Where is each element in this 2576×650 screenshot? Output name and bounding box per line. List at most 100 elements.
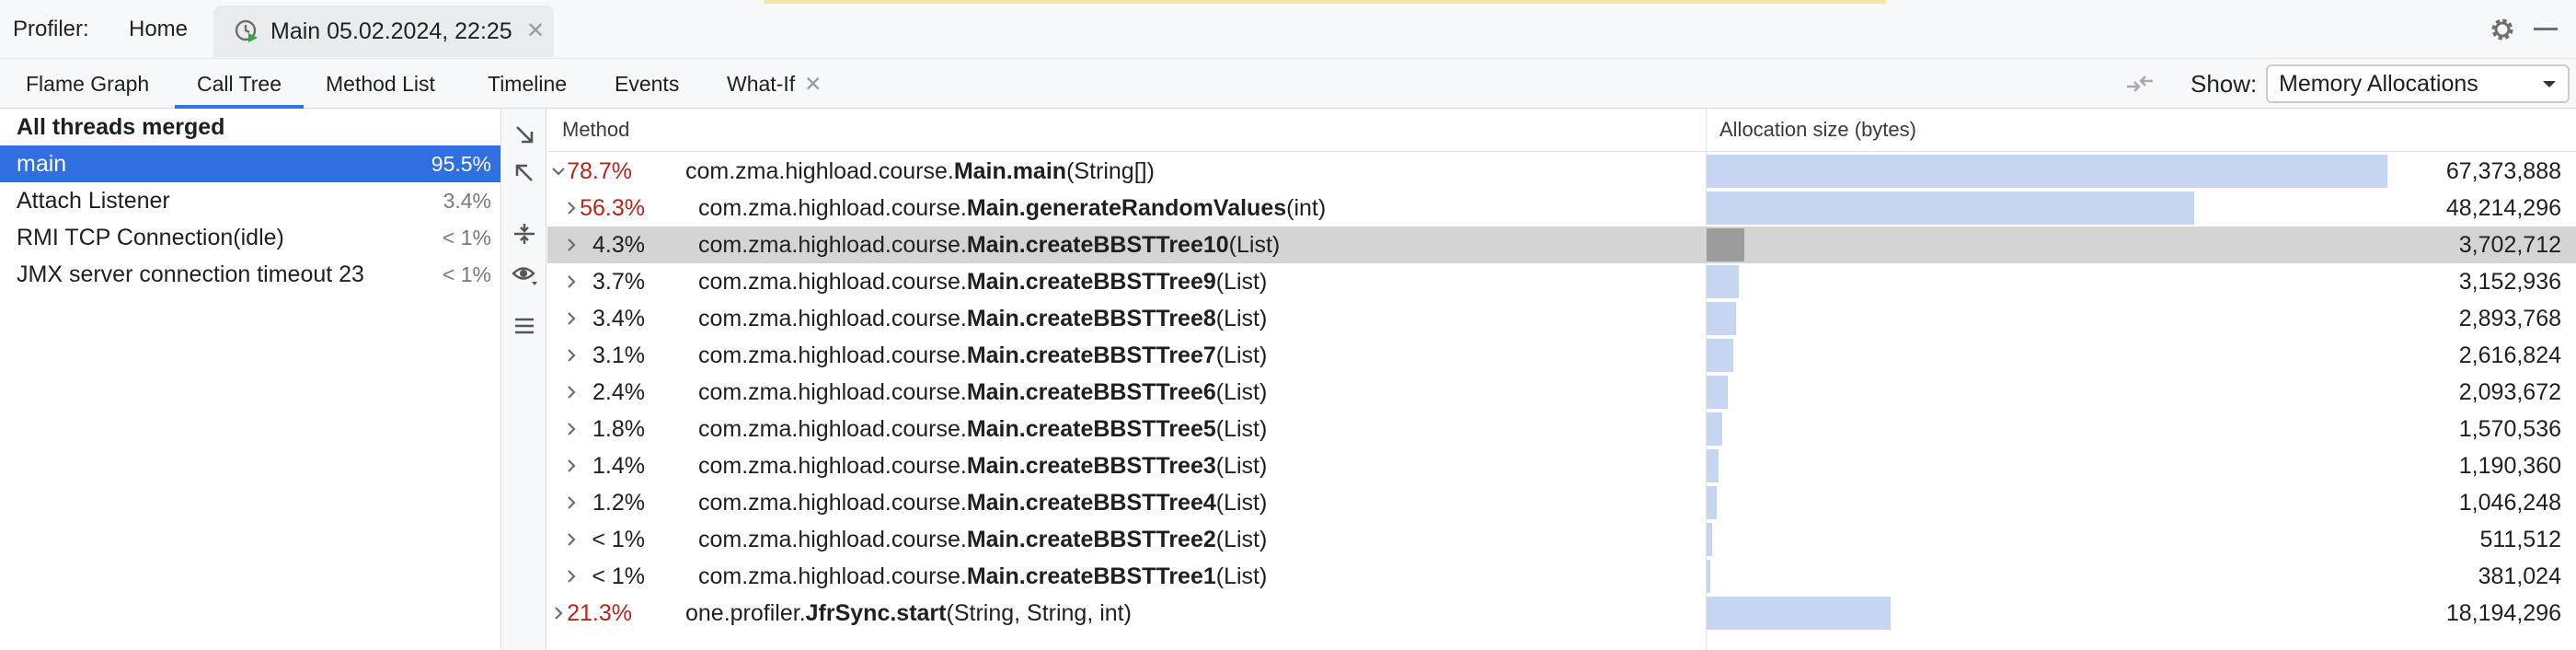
tab-what-if[interactable]: What-If ✕ xyxy=(727,59,822,109)
chevron-right-icon[interactable] xyxy=(562,493,581,512)
tree-row[interactable]: 1.4%com.zma.highload.course.Main.createB… xyxy=(547,447,2576,484)
allocation-bar xyxy=(1707,523,1712,556)
method-name: Main.createBBSTTree8 xyxy=(966,306,1216,331)
tree-row[interactable]: 1.8% com.zma.highload.course.Main.createB… xyxy=(547,411,2576,447)
threads-panel: All threads merged main 95.5% Attach Lis… xyxy=(0,109,501,650)
tab-timeline[interactable]: Timeline xyxy=(488,59,567,109)
show-label: Show: xyxy=(2191,70,2258,98)
tree-row[interactable]: 3.7%com.zma.highload.course.Main.createB… xyxy=(547,263,2576,300)
allocation-bar xyxy=(1707,412,1722,446)
method-args: (List) xyxy=(1215,269,1268,295)
collapse-up-icon[interactable] xyxy=(512,160,537,186)
menu-icon[interactable] xyxy=(512,313,537,339)
method-name: Main.createBBSTTree9 xyxy=(966,269,1216,295)
column-divider[interactable] xyxy=(1706,109,1707,650)
method-args: (List) xyxy=(1215,490,1268,516)
tree-row[interactable]: 2.4%com.zma.highload.course.Main.createB… xyxy=(547,374,2576,411)
method-package: one.profiler. xyxy=(685,600,806,626)
session-tab-close-icon[interactable]: ✕ xyxy=(526,18,546,43)
gear-icon[interactable] xyxy=(2488,15,2517,44)
session-tab[interactable]: Main 05.02.2024, 22:25 ✕ xyxy=(213,6,554,57)
thread-name: RMI TCP Connection(idle) xyxy=(17,225,284,250)
row-method: com.zma.highload.course.Main.generateRan… xyxy=(698,190,1326,226)
tree-row[interactable]: 1.2%com.zma.highload.course.Main.createB… xyxy=(547,484,2576,521)
allocation-bar xyxy=(1707,228,1744,261)
allocation-bar xyxy=(1707,192,2194,225)
chevron-right-icon[interactable] xyxy=(562,346,581,365)
tree-row[interactable]: 56.3% com.zma.highload.course.Main.genera… xyxy=(547,190,2576,226)
method-name: Main.createBBSTTree5 xyxy=(966,416,1216,442)
tab-label: What-If xyxy=(727,72,796,96)
row-percent: 3.4% xyxy=(592,306,645,331)
compare-icon[interactable] xyxy=(2125,70,2155,98)
chevron-down-icon[interactable] xyxy=(549,162,568,180)
thread-name: JMX server connection timeout 23 xyxy=(17,261,364,287)
method-name: Main.generateRandomValues xyxy=(966,195,1287,221)
home-tab[interactable]: Home xyxy=(129,17,189,41)
thread-pct: < 1% xyxy=(442,262,491,286)
thread-pct: 3.4% xyxy=(443,189,491,213)
method-args: (List) xyxy=(1215,453,1268,479)
eye-icon[interactable] xyxy=(512,261,537,287)
show-select[interactable]: Memory Allocations xyxy=(2266,64,2570,103)
tree-row[interactable]: 4.3%com.zma.highload.course.Main.createB… xyxy=(547,226,2576,263)
row-method: com.zma.highload.course.Main.main(String… xyxy=(685,153,1155,190)
thread-pct: 95.5% xyxy=(431,152,491,176)
row-method: com.zma.highload.course.Main.createBBSTT… xyxy=(698,411,1267,447)
view-tabs-bar: Flame Graph Call Tree Method List Timeli… xyxy=(0,59,2576,109)
method-package: com.zma.highload.course. xyxy=(698,306,967,331)
row-method: com.zma.highload.course.Main.createBBSTT… xyxy=(698,300,1267,337)
chevron-right-icon[interactable] xyxy=(562,309,581,328)
tab-flame-graph[interactable]: Flame Graph xyxy=(26,59,149,109)
profiler-toolbar: Profiler: Home Main 05.02.2024, 22:25 ✕ xyxy=(0,0,2576,59)
tree-row[interactable]: < 1%com.zma.highload.course.Main.createB… xyxy=(547,521,2576,558)
chevron-right-icon[interactable] xyxy=(562,420,581,438)
row-method: com.zma.highload.course.Main.createBBSTT… xyxy=(698,558,1267,595)
fold-icon[interactable] xyxy=(512,221,537,247)
row-percent: 56.3% xyxy=(580,195,645,221)
chevron-right-icon[interactable] xyxy=(562,457,581,475)
chevron-right-icon[interactable] xyxy=(562,567,581,586)
allocation-bar xyxy=(1707,155,2387,188)
allocation-bar xyxy=(1707,265,1739,298)
size-column-header[interactable]: Allocation size (bytes) xyxy=(1719,118,1916,141)
tab-call-tree[interactable]: Call Tree xyxy=(175,59,304,109)
method-package: com.zma.highload.course. xyxy=(698,416,967,442)
thread-item-rmi-tcp[interactable]: RMI TCP Connection(idle) < 1% xyxy=(0,219,500,256)
tab-method-list[interactable]: Method List xyxy=(326,59,435,109)
method-column-header[interactable]: Method xyxy=(562,118,630,141)
chevron-right-icon[interactable] xyxy=(562,236,581,254)
tree-row[interactable]: < 1%com.zma.highload.course.Main.createB… xyxy=(547,558,2576,595)
chevron-right-icon[interactable] xyxy=(562,530,581,549)
tree-row[interactable]: 3.1%com.zma.highload.course.Main.createB… xyxy=(547,337,2576,374)
row-method: com.zma.highload.course.Main.createBBSTT… xyxy=(698,226,1280,263)
tree-row[interactable]: 21.3%one.profiler.JfrSync.start(String, … xyxy=(547,595,2576,632)
row-percent: 1.8% xyxy=(592,416,645,442)
thread-item-attach-listener[interactable]: Attach Listener 3.4% xyxy=(0,182,500,219)
thread-item-main[interactable]: main 95.5% xyxy=(0,145,500,182)
minimize-icon[interactable] xyxy=(2534,28,2558,30)
method-name: Main.createBBSTTree3 xyxy=(966,453,1216,479)
method-args: (List) xyxy=(1215,342,1268,368)
thread-name: Attach Listener xyxy=(17,188,170,214)
allocation-bar xyxy=(1707,560,1710,593)
thread-item-jmx-timeout[interactable]: JMX server connection timeout 23 < 1% xyxy=(0,256,500,293)
tab-events[interactable]: Events xyxy=(615,59,679,109)
chevron-right-icon[interactable] xyxy=(562,273,581,291)
tree-row[interactable]: 78.7%com.zma.highload.course.Main.main(S… xyxy=(547,153,2576,190)
allocation-bar xyxy=(1707,339,1733,372)
tree-row[interactable]: 3.4% com.zma.highload.course.Main.createB… xyxy=(547,300,2576,337)
what-if-close-icon[interactable]: ✕ xyxy=(804,72,822,96)
method-args: (List) xyxy=(1215,527,1268,552)
method-args: (List) xyxy=(1215,379,1268,405)
chevron-right-icon[interactable] xyxy=(549,604,568,622)
expand-down-icon[interactable] xyxy=(512,122,537,147)
row-method: com.zma.highload.course.Main.createBBSTT… xyxy=(698,337,1267,374)
chevron-right-icon[interactable] xyxy=(562,383,581,401)
allocation-size: 2,093,672 xyxy=(2458,379,2561,405)
chevron-right-icon[interactable] xyxy=(562,199,581,217)
method-package: com.zma.highload.course. xyxy=(698,527,967,552)
editor-notification-strip xyxy=(764,0,1886,4)
header-divider xyxy=(547,151,2576,152)
row-percent: 1.4% xyxy=(592,453,645,479)
